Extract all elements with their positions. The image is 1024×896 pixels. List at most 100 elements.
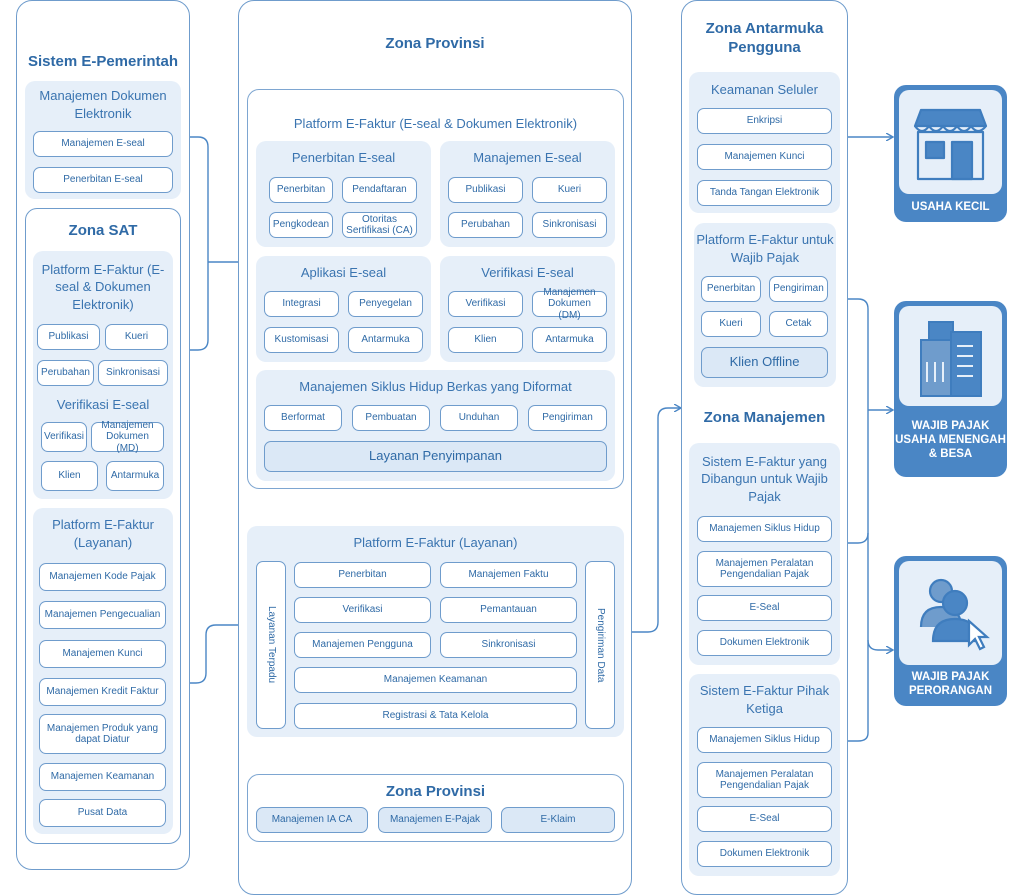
- c-unduhan-button[interactable]: Unduhan: [440, 405, 518, 431]
- sat-title: Zona SAT: [68, 221, 138, 239]
- l-verifikasi-button[interactable]: Verifikasi: [294, 597, 431, 623]
- sat-publikasi-button[interactable]: Publikasi: [37, 324, 100, 350]
- wp-eseal-button[interactable]: E-Seal: [697, 595, 832, 621]
- sat-sinkronisasi-button[interactable]: Sinkronisasi: [98, 360, 168, 386]
- kredit-faktur-button[interactable]: Manajemen Kredit Faktur: [39, 678, 166, 706]
- c-penerbitan-button[interactable]: Penerbitan: [269, 177, 333, 203]
- sat-md-button[interactable]: Manajemen Dokumen (MD): [91, 420, 164, 454]
- e-pajak-button[interactable]: Manajemen E-Pajak: [378, 807, 492, 833]
- right-title: Zona Antarmuka Pengguna: [705, 20, 824, 56]
- center-title: Zona Provinsi: [385, 34, 485, 52]
- pengiriman-data-bar[interactable]: Pengiriman Data: [585, 561, 615, 729]
- c-pengiriman-button[interactable]: Pengiriman: [528, 405, 607, 431]
- pk-dokumen-button[interactable]: Dokumen Elektronik: [697, 841, 832, 867]
- layanan-terpadu-bar[interactable]: Layanan Terpadu: [256, 561, 286, 729]
- l-registrasi-button[interactable]: Registrasi & Tata Kelola: [294, 703, 577, 729]
- c-antarmuka-button[interactable]: Antarmuka: [348, 327, 423, 353]
- c-pendaftaran-button[interactable]: Pendaftaran: [342, 177, 417, 203]
- wp-peralatan-button[interactable]: Manajemen Peralatan Pengendalian Pajak: [697, 551, 832, 587]
- siklus-title: Manajemen Siklus Hidup Berkas yang Difor…: [299, 379, 572, 395]
- keamanan-title: Keamanan Seluler: [711, 82, 818, 98]
- sat-verif-title: Verifikasi E-seal: [56, 397, 150, 413]
- arrow-layanan: [176, 625, 244, 683]
- c-berformat-button[interactable]: Berformat: [264, 405, 342, 431]
- layanan-penyimpanan-button[interactable]: Layanan Penyimpanan: [264, 441, 607, 472]
- wp-penerbitan-button[interactable]: Penerbitan: [701, 276, 761, 302]
- c-pembuatan-button[interactable]: Pembuatan: [352, 405, 430, 431]
- tanda-tangan-button[interactable]: Tanda Tangan Elektronik: [697, 180, 832, 206]
- wp-kueri-button[interactable]: Kueri: [701, 311, 761, 337]
- l-pengguna-button[interactable]: Manajemen Pengguna: [294, 632, 431, 658]
- pemerintah-panel-title: Manajemen Dokumen Elektronik: [39, 88, 167, 121]
- l-sinkronisasi-button[interactable]: Sinkronisasi: [440, 632, 577, 658]
- eseal-platform-title: Platform E-Faktur (E-seal & Dokumen Elek…: [293, 116, 578, 132]
- wp-perorangan-label: WAJIB PAJAK PERORANGAN: [908, 671, 993, 697]
- sat-layanan-title: Platform E-Faktur (Layanan): [52, 517, 154, 550]
- pemerintah-title: Sistem E-Pemerintah: [27, 52, 179, 70]
- bottom-zone-title: Zona Provinsi: [385, 782, 486, 800]
- l-keamanan-button[interactable]: Manajemen Keamanan: [294, 667, 577, 693]
- manajemen-eseal-button[interactable]: Manajemen E-seal: [33, 131, 173, 157]
- sat-klien-button[interactable]: Klien: [41, 461, 98, 491]
- c-integrasi-button[interactable]: Integrasi: [264, 291, 339, 317]
- wp-besar-icon-bg: [899, 306, 1002, 406]
- c-antarmuka2-button[interactable]: Antarmuka: [532, 327, 607, 353]
- wp-platform-title: Platform E-Faktur untuk Wajib Pajak: [696, 232, 834, 265]
- c-verifikasi-button[interactable]: Verifikasi: [448, 291, 523, 317]
- wp-besar-label: WAJIB PAJAK USAHA MENENGAH & BESA: [895, 420, 1006, 460]
- pk-peralatan-button[interactable]: Manajemen Peralatan Pengendalian Pajak: [697, 762, 832, 798]
- sat-antarmuka-button[interactable]: Antarmuka: [106, 461, 164, 491]
- l-penerbitan-button[interactable]: Penerbitan: [294, 562, 431, 588]
- usaha-kecil-label: USAHA KECIL: [911, 201, 990, 214]
- c-penyegelan-button[interactable]: Penyegelan: [348, 291, 423, 317]
- c-ca-button[interactable]: Otoritas Sertifikasi (CA): [342, 212, 417, 238]
- enkripsi-button[interactable]: Enkripsi: [697, 108, 832, 134]
- c-sinkronisasi-button[interactable]: Sinkronisasi: [532, 212, 607, 238]
- manajemen-zone-title: Zona Manajemen: [703, 408, 826, 426]
- produk-diatur-button[interactable]: Manajemen Produk yang dapat Diatur: [39, 714, 166, 754]
- c-kueri-button[interactable]: Kueri: [532, 177, 607, 203]
- sat-perubahan-button[interactable]: Perubahan: [37, 360, 94, 386]
- sat-kueri-button[interactable]: Kueri: [105, 324, 168, 350]
- c-pengkodean-button[interactable]: Pengkodean: [269, 212, 333, 238]
- usaha-kecil-icon-bg: [899, 90, 1002, 194]
- c-dm-button[interactable]: Manajemen Dokumen (DM): [532, 287, 607, 321]
- c-klien-button[interactable]: Klien: [448, 327, 523, 353]
- c-perubahan-button[interactable]: Perubahan: [448, 212, 523, 238]
- pk-eseal-button[interactable]: E-Seal: [697, 806, 832, 832]
- layanan-platform-panel: [247, 526, 624, 737]
- r-kunci-button[interactable]: Manajemen Kunci: [697, 144, 832, 170]
- sistem-wp-title: Sistem E-Faktur yang Dibangun untuk Waji…: [701, 453, 828, 504]
- c-kustomisasi-button[interactable]: Kustomisasi: [264, 327, 339, 353]
- sat-verifikasi-button[interactable]: Verifikasi: [41, 422, 87, 452]
- kode-pajak-button[interactable]: Manajemen Kode Pajak: [39, 563, 166, 591]
- l-pemantauan-button[interactable]: Pemantauan: [440, 597, 577, 623]
- manajemen-title: Manajemen E-seal: [473, 150, 582, 166]
- l-faktu-button[interactable]: Manajemen Faktu: [440, 562, 577, 588]
- pusat-data-button[interactable]: Pusat Data: [39, 799, 166, 827]
- wp-pengiriman-button[interactable]: Pengiriman: [769, 276, 828, 302]
- klien-offline-button[interactable]: Klien Offline: [701, 347, 828, 378]
- wp-dokumen-button[interactable]: Dokumen Elektronik: [697, 630, 832, 656]
- layanan-platform-title: Platform E-Faktur (Layanan): [353, 535, 518, 551]
- e-klaim-button[interactable]: E-Klaim: [501, 807, 615, 833]
- penerbitan-eseal-button[interactable]: Penerbitan E-seal: [33, 167, 173, 193]
- building-icon: [920, 321, 982, 397]
- ia-ca-button[interactable]: Manajemen IA CA: [256, 807, 368, 833]
- arrow-wp-bus: [838, 299, 869, 741]
- keamanan-button[interactable]: Manajemen Keamanan: [39, 763, 166, 791]
- arrow-eseal-left: [178, 137, 209, 350]
- arrow-card-low: [867, 639, 892, 650]
- users-icon: [919, 578, 990, 651]
- pk-siklus-button[interactable]: Manajemen Siklus Hidup: [697, 727, 832, 753]
- arrow-wp-mid: [838, 532, 869, 543]
- pengecualian-button[interactable]: Manajemen Pengecualian: [39, 601, 166, 629]
- kunci-button[interactable]: Manajemen Kunci: [39, 640, 166, 668]
- arrow-right-zone: [626, 408, 680, 632]
- wp-siklus-button[interactable]: Manajemen Siklus Hidup: [697, 516, 832, 542]
- c-publikasi-button[interactable]: Publikasi: [448, 177, 523, 203]
- wp-perorangan-icon-bg: [899, 561, 1002, 665]
- wp-cetak-button[interactable]: Cetak: [769, 311, 828, 337]
- verifikasi-title: Verifikasi E-seal: [481, 265, 574, 281]
- sat-platform-title: Platform E-Faktur (E-seal & Dokumen Elek…: [41, 261, 165, 312]
